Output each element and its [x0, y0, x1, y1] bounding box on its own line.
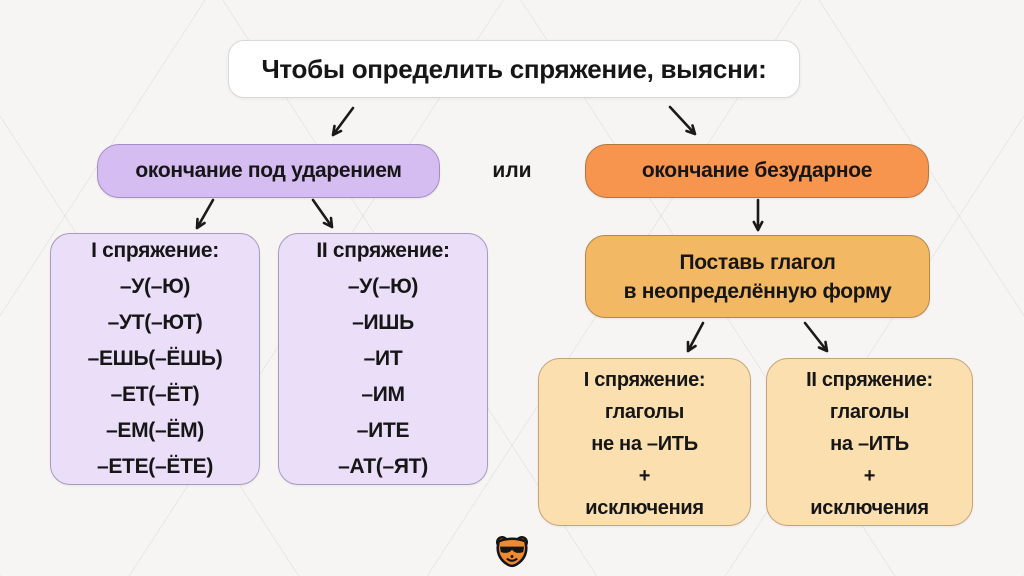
- stressed-ending-label: окончание под ударением: [135, 159, 402, 182]
- arrow-stressed-to-conj1: [195, 198, 215, 230]
- conjugation-1-heading: I спряжение:: [91, 239, 219, 262]
- or-label: или: [492, 159, 532, 182]
- arrow-title-to-unstressed: [668, 105, 697, 136]
- rule-line: исключения: [585, 497, 704, 519]
- ending-item: –ЕМ(–ЁМ): [106, 419, 204, 442]
- stressed-ending-box: окончание под ударением: [97, 144, 440, 198]
- conjugation-2-heading: II спряжение:: [316, 239, 450, 262]
- conjugation-2-rule-box: II спряжение: глаголы на –ИТЬ + исключен…: [766, 358, 973, 526]
- rule-1-heading: I спряжение:: [583, 369, 706, 391]
- arrow-stressed-to-conj2: [311, 198, 334, 229]
- arrow-step-to-rule2: [803, 321, 829, 353]
- rule-line: на –ИТЬ: [830, 433, 909, 455]
- rule-2-heading: II спряжение:: [806, 369, 933, 391]
- bear-mascot-logo: [495, 535, 529, 568]
- conjugation-2-endings-box: II спряжение: –У(–Ю) –ИШЬ –ИТ –ИМ –ИТЕ –…: [278, 233, 488, 485]
- conjugation-1-endings-box: I спряжение: –У(–Ю) –УТ(–ЮТ) –ЕШЬ(–ЁШЬ) …: [50, 233, 260, 485]
- ending-item: –ИШЬ: [352, 311, 414, 334]
- rule-line: глаголы: [829, 401, 910, 423]
- arrow-unstressed-to-step: [752, 198, 764, 232]
- conjugation-1-rule-box: I спряжение: глаголы не на –ИТЬ + исключ…: [538, 358, 751, 526]
- ending-item: –УТ(–ЮТ): [107, 311, 203, 334]
- rule-line: исключения: [810, 497, 929, 519]
- rule-line: +: [863, 465, 876, 487]
- ending-item: –ЕТЕ(–ЁТЕ): [96, 455, 214, 478]
- infinitive-step-box: Поставь глагол в неопределённую форму: [585, 235, 930, 318]
- ending-item: –АТ(–ЯТ): [338, 455, 428, 478]
- page-title: Чтобы определить спряжение, выясни:: [261, 53, 767, 84]
- unstressed-ending-label: окончание безударное: [641, 159, 873, 182]
- ending-item: –У(–Ю): [119, 275, 191, 298]
- infinitive-step-line: в неопределённую форму: [623, 279, 892, 303]
- ending-item: –ИТ: [363, 347, 403, 370]
- ending-item: –ИТЕ: [356, 419, 410, 442]
- ending-item: –ЕШЬ(–ЁШЬ): [87, 347, 223, 370]
- infinitive-step-line: Поставь глагол: [679, 250, 836, 274]
- ending-item: –ЕТ(–ЁТ): [110, 383, 200, 406]
- ending-item: –У(–Ю): [347, 275, 419, 298]
- ending-item: –ИМ: [361, 383, 405, 406]
- rule-line: не на –ИТЬ: [591, 433, 698, 455]
- rule-line: глаголы: [604, 401, 685, 423]
- title-box: Чтобы определить спряжение, выясни:: [228, 40, 800, 98]
- arrow-title-to-stressed: [331, 106, 355, 137]
- arrow-step-to-rule1: [686, 321, 705, 353]
- rule-line: +: [638, 465, 651, 487]
- unstressed-ending-box: окончание безударное: [585, 144, 929, 198]
